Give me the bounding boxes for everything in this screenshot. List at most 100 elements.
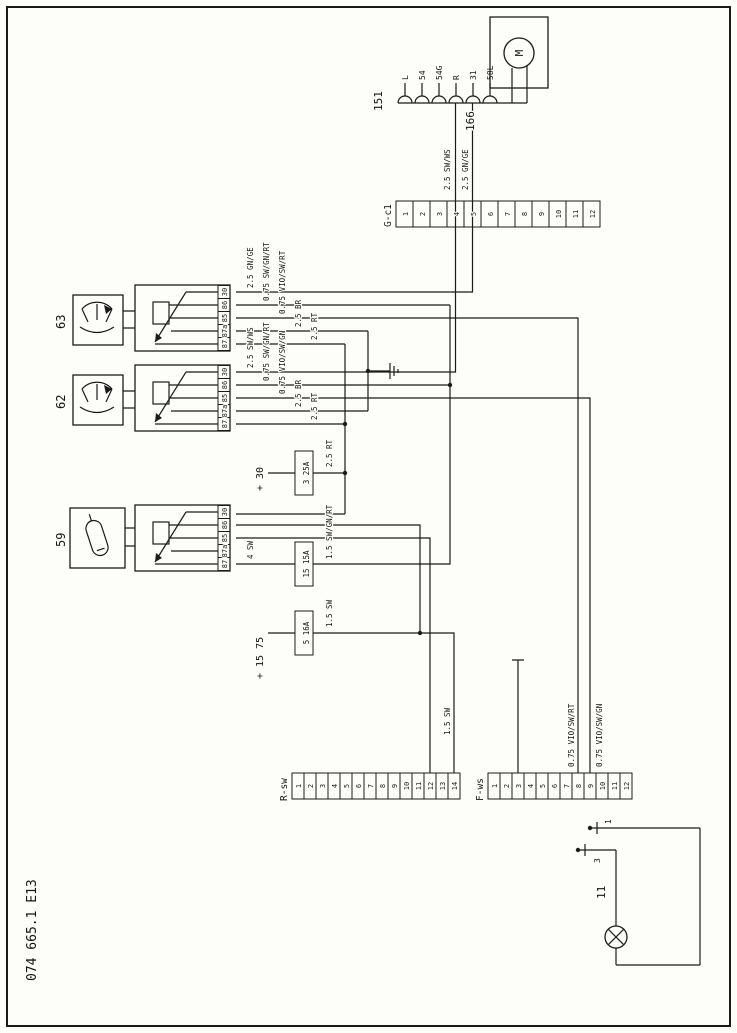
relay62-terminals: 87 87a 85 86 30 (217, 365, 231, 431)
terminal-label: 54G (435, 65, 444, 80)
terminal-number: 85 (221, 394, 229, 402)
pin-number: 8 (521, 212, 529, 216)
pin-number: 10 (555, 210, 563, 218)
wire-junction3-to-lamp (578, 844, 617, 926)
wire-label: 0.75 VIO/SW/RT (278, 250, 287, 314)
pin-number: 9 (391, 784, 399, 788)
relay59-terminals: 87 87a 85 86 30 (217, 505, 231, 571)
wire-junction1-to-lamp (590, 822, 701, 966)
pin-number: 2 (307, 784, 315, 788)
fuse-value: 5 16A (302, 621, 311, 644)
connector-gc1: G-c1 1 2 3 4 5 6 7 8 9 10 11 12 (382, 200, 601, 228)
switch151-coil-loops (397, 95, 498, 104)
wire-label: 0.75 VIO/SW/GN (595, 704, 604, 767)
relay59-icon-links (125, 527, 135, 547)
relay63-terminals: 87 87a 85 86 30 (217, 285, 231, 351)
wire-label: 2.5 BR (294, 379, 303, 407)
connector-rsw: R-sw 1 2 3 4 5 6 7 8 9 10 11 12 13 14 (278, 772, 461, 802)
connector-fws: F-ws 1 2 3 4 5 6 7 8 9 10 11 12 (474, 772, 633, 802)
terminal-label: R (452, 75, 461, 80)
wire-59-87-feed-to-relay-coils (236, 304, 451, 565)
wire-label: 4 SW (246, 540, 255, 559)
terminal-label: 54 (418, 70, 427, 80)
pin-number: 5 (343, 784, 351, 788)
connector-label: F-ws (475, 778, 486, 801)
wire-59-86 (236, 524, 421, 633)
wire-label: 2.5 GN/GE (246, 247, 255, 288)
wiring (236, 103, 701, 966)
pin-number: 2 (503, 784, 511, 788)
fuse-value: 15 15A (302, 550, 311, 578)
pin-number: 11 (611, 782, 619, 790)
component-label-11: 11 (595, 886, 608, 899)
lamp-symbol-cross (607, 928, 625, 946)
pin-number: 12 (427, 782, 435, 790)
pin-number: 3 (436, 212, 444, 216)
pin-number: 5 (539, 784, 547, 788)
wiper-arrow-icon (104, 385, 112, 394)
wire-label: 1.5 SW (325, 599, 334, 627)
wire-label: 1.5 SW/GN/RT (325, 504, 334, 559)
motor-symbol-letter: M (513, 49, 526, 56)
pin-number: 7 (563, 784, 571, 788)
relay59-contact-arrow (155, 553, 162, 562)
relay59-function-icon-box (69, 507, 126, 569)
pin-number: 9 (538, 212, 546, 216)
terminal-number: 86 (221, 521, 229, 529)
component-label-63: 63 (54, 315, 68, 329)
pin-number: 7 (367, 784, 375, 788)
wire-59-85-to-rsw12 (236, 537, 431, 773)
pin-number: 10 (403, 782, 411, 790)
relay62-function-icon-box (72, 374, 124, 426)
wire-label: 2.5 BR (294, 299, 303, 327)
relay62-icon-links (123, 390, 135, 409)
terminal-number: 87a (221, 405, 229, 418)
plus30-label: + 30 (255, 467, 266, 491)
page-border (6, 6, 731, 1027)
motor-166: 166 M (463, 16, 549, 132)
wire-63-30-to-switch151 (236, 103, 474, 293)
pin-number: 11 (415, 782, 423, 790)
wire-fws3-stub (512, 659, 524, 773)
washer-pump-icon (85, 514, 109, 557)
wire-label: 2.5 RT (310, 392, 319, 420)
wire-63-85-to-fws8 (236, 317, 579, 773)
wire-label: 2.5 RT (325, 439, 334, 467)
power-feeds: + 30 3 25A + 15 75 5 16A 15 15A (254, 450, 314, 680)
wire-plus1575-to-rsw14 (268, 632, 455, 773)
wire-label: 2.5 GN/GE (461, 149, 470, 190)
terminal-number: 30 (221, 368, 229, 376)
terminal-number: 86 (221, 381, 229, 389)
wire-label: 2.5 SW/WS (443, 149, 452, 190)
wire-plus30-bus (236, 343, 346, 515)
relay-59-group: 59 87 87a 85 86 30 (53, 504, 231, 572)
component-label-59: 59 (54, 533, 68, 547)
component-label-151: 151 (372, 91, 385, 111)
terminal-number: 85 (221, 534, 229, 542)
wire-labels: 2.5 SW/WS 2.5 GN/GE 2.5 GN/GE 0.75 SW/GN… (245, 148, 605, 769)
relay63-icon-links (123, 310, 135, 329)
pin-number: 3 (319, 784, 327, 788)
terminal-number: 87a (221, 545, 229, 558)
pin-number: 12 (589, 210, 597, 218)
fuse-box-plus30 (294, 450, 314, 496)
motor166-leads (505, 66, 528, 104)
component-label-166: 166 (464, 111, 477, 131)
fuse-value: 3 25A (302, 461, 311, 484)
relay63-function-icon-box (72, 294, 124, 346)
terminal-number: 87 (221, 420, 229, 428)
pin-number: 6 (551, 784, 559, 788)
pin-number: 14 (451, 782, 459, 790)
wiper-arrow-icon (104, 305, 112, 314)
relay59-internal-symbol (152, 511, 218, 565)
component-label-62: 62 (54, 395, 68, 409)
pin-number: 4 (331, 784, 339, 788)
pin-number: 2 (419, 212, 427, 216)
connector-label: G-c1 (383, 204, 394, 227)
pin-number: 10 (599, 782, 607, 790)
terminal-number: 87 (221, 340, 229, 348)
terminal-label: 31 (469, 70, 478, 80)
switch151-terminal-ticks (404, 83, 491, 96)
terminal-number: 86 (221, 301, 229, 309)
